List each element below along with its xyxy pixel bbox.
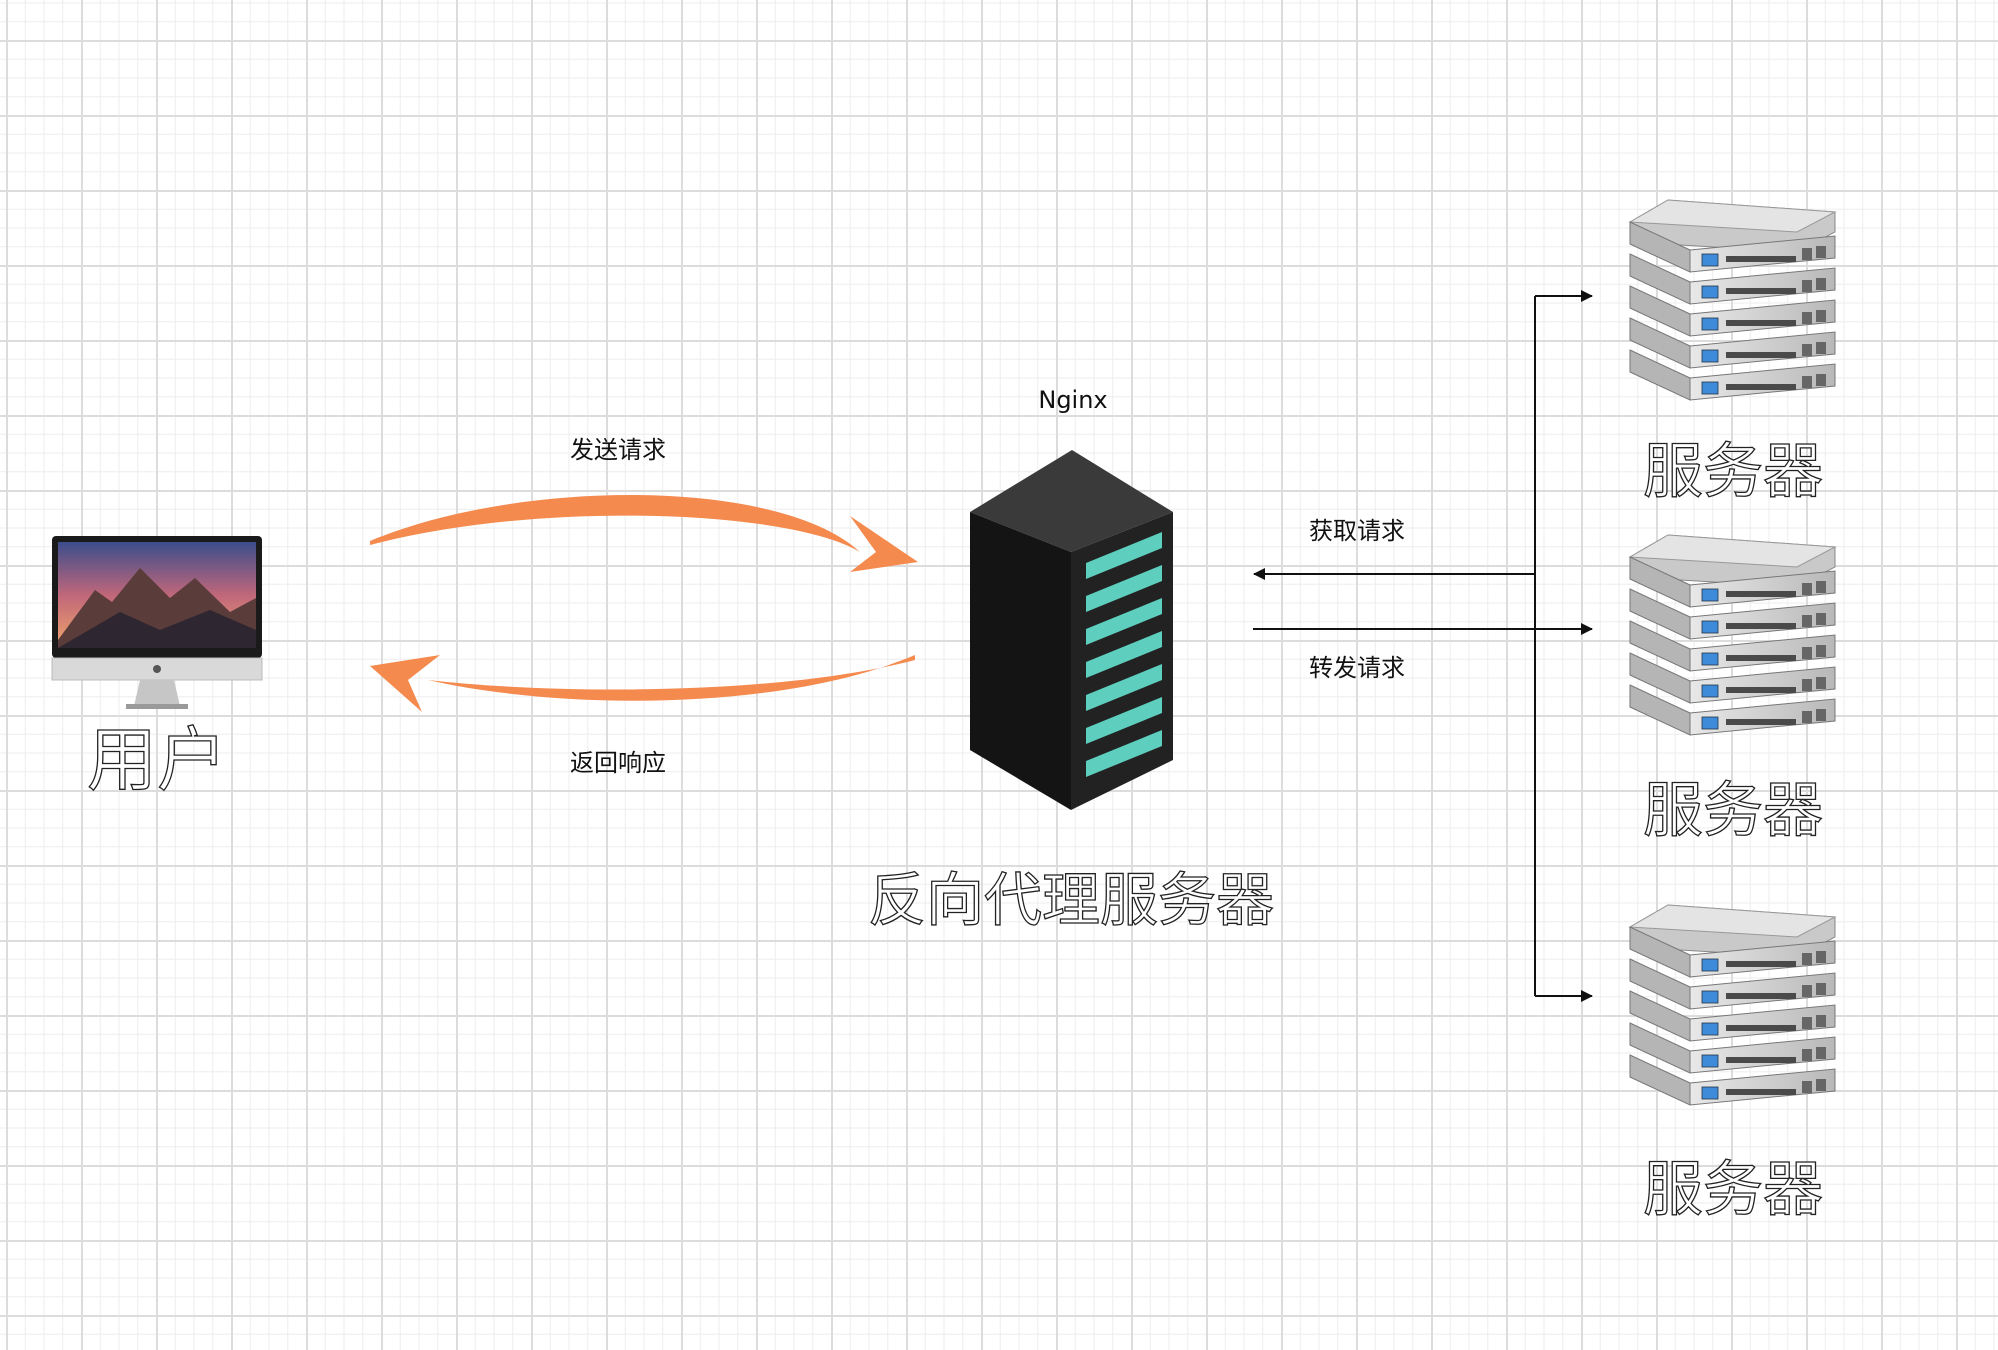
server-stack-icon <box>1630 535 1835 735</box>
user-label: 用户 <box>87 719 227 801</box>
server-label: 服务器 <box>1643 1155 1823 1225</box>
proxy-label: 反向代理服务器 <box>868 866 1274 934</box>
server-label: 服务器 <box>1643 776 1823 846</box>
return-response-label: 返回响应 <box>570 749 666 777</box>
send-request-arrow <box>370 495 918 572</box>
server-label: 服务器 <box>1643 437 1823 507</box>
send-request-label: 发送请求 <box>570 436 666 464</box>
server-stack-icon <box>1630 200 1835 400</box>
connector-lines <box>1253 290 1593 1002</box>
forward-request-label: 转发请求 <box>1309 654 1405 682</box>
nginx-label: Nginx <box>1038 386 1107 414</box>
return-response-arrow <box>370 655 915 712</box>
imac-icon <box>51 536 263 709</box>
server-stack-icon <box>1630 905 1835 1105</box>
server-rack-icon <box>970 450 1173 810</box>
get-request-label: 获取请求 <box>1309 517 1405 545</box>
